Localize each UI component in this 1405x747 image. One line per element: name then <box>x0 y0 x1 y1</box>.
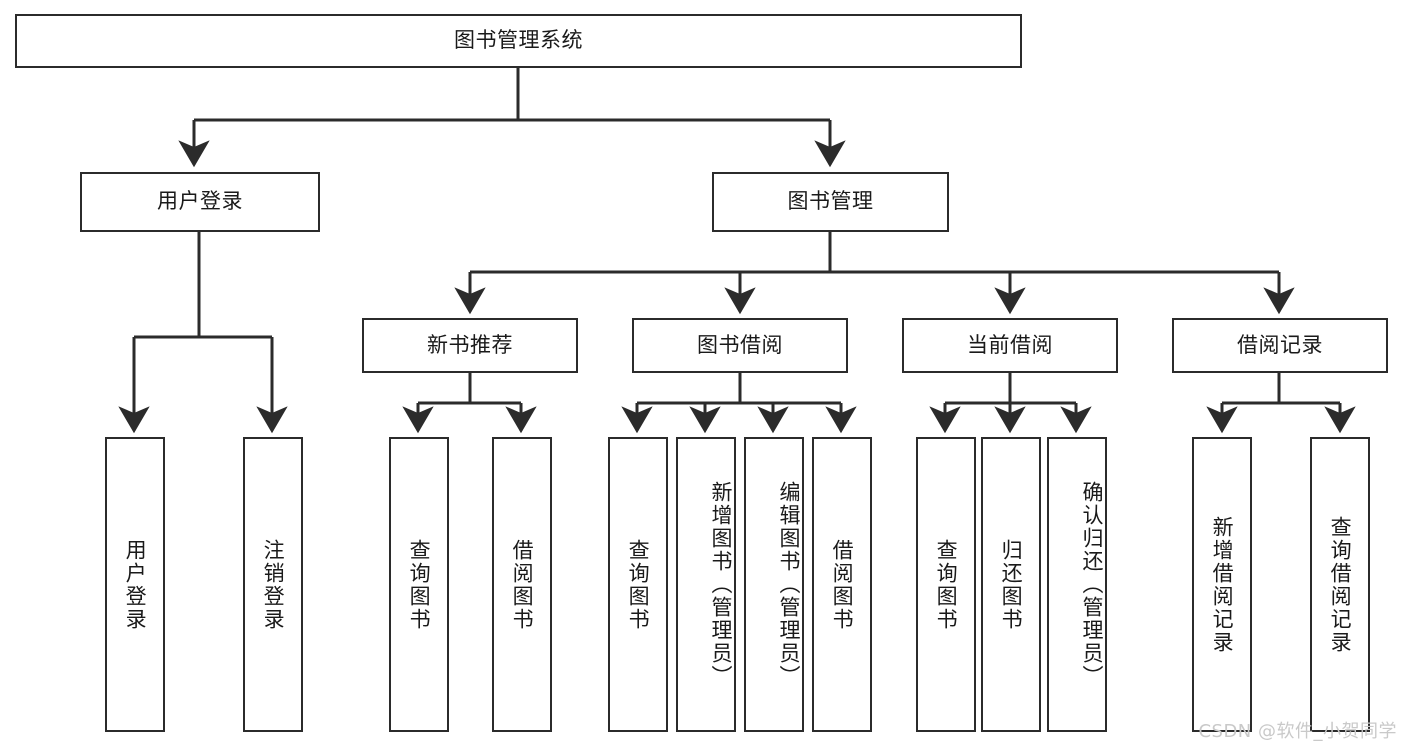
node-leaf-borrow-book-1[interactable]: 借阅图书 <box>492 437 552 732</box>
node-new-book-recommend-label: 新书推荐 <box>427 332 513 357</box>
node-leaf-add-book[interactable]: 新增图书（管理员） <box>676 437 736 732</box>
node-leaf-edit-book-label: 编辑图书（管理员） <box>777 481 801 688</box>
node-book-borrow-label: 图书借阅 <box>697 332 783 357</box>
node-leaf-add-borrow-record-label: 新增借阅记录 <box>1210 515 1235 654</box>
node-leaf-query-book-3-label: 查询图书 <box>934 538 959 631</box>
node-leaf-confirm-return[interactable]: 确认归还（管理员） <box>1047 437 1107 732</box>
node-leaf-user-logout-label: 注销登录 <box>261 538 286 631</box>
node-leaf-query-book-1-label: 查询图书 <box>407 538 432 631</box>
node-leaf-user-login-label: 用户登录 <box>123 538 148 631</box>
node-borrow-record[interactable]: 借阅记录 <box>1172 318 1388 373</box>
node-leaf-borrow-book-2[interactable]: 借阅图书 <box>812 437 872 732</box>
node-book-management-label: 图书管理 <box>787 189 874 214</box>
node-leaf-user-logout[interactable]: 注销登录 <box>243 437 303 732</box>
node-leaf-query-book-1[interactable]: 查询图书 <box>389 437 449 732</box>
node-leaf-add-borrow-record[interactable]: 新增借阅记录 <box>1192 437 1252 732</box>
node-root-label: 图书管理系统 <box>454 28 583 53</box>
node-leaf-confirm-return-label: 确认归还（管理员） <box>1080 481 1104 688</box>
node-leaf-query-borrow-record[interactable]: 查询借阅记录 <box>1310 437 1370 732</box>
node-leaf-edit-book[interactable]: 编辑图书（管理员） <box>744 437 804 732</box>
node-leaf-borrow-book-2-label: 借阅图书 <box>830 538 855 631</box>
node-leaf-return-book-label: 归还图书 <box>999 538 1024 631</box>
node-book-borrow[interactable]: 图书借阅 <box>632 318 848 373</box>
node-leaf-query-book-3[interactable]: 查询图书 <box>916 437 976 732</box>
node-borrow-record-label: 借阅记录 <box>1237 332 1323 357</box>
node-new-book-recommend[interactable]: 新书推荐 <box>362 318 578 373</box>
node-leaf-query-book-2[interactable]: 查询图书 <box>608 437 668 732</box>
node-leaf-return-book[interactable]: 归还图书 <box>981 437 1041 732</box>
node-leaf-borrow-book-1-label: 借阅图书 <box>510 538 535 631</box>
node-leaf-user-login[interactable]: 用户登录 <box>105 437 165 732</box>
node-root[interactable]: 图书管理系统 <box>15 14 1022 68</box>
node-leaf-query-book-2-label: 查询图书 <box>626 538 651 631</box>
node-leaf-query-borrow-record-label: 查询借阅记录 <box>1328 515 1353 654</box>
node-user-login-label: 用户登录 <box>157 189 243 214</box>
node-book-management[interactable]: 图书管理 <box>712 172 949 232</box>
node-leaf-add-book-label: 新增图书（管理员） <box>709 481 733 688</box>
node-current-borrow-label: 当前借阅 <box>967 332 1053 357</box>
node-current-borrow[interactable]: 当前借阅 <box>902 318 1118 373</box>
node-user-login[interactable]: 用户登录 <box>80 172 320 232</box>
watermark: CSDN @软件_小贺同学 <box>1198 721 1397 742</box>
